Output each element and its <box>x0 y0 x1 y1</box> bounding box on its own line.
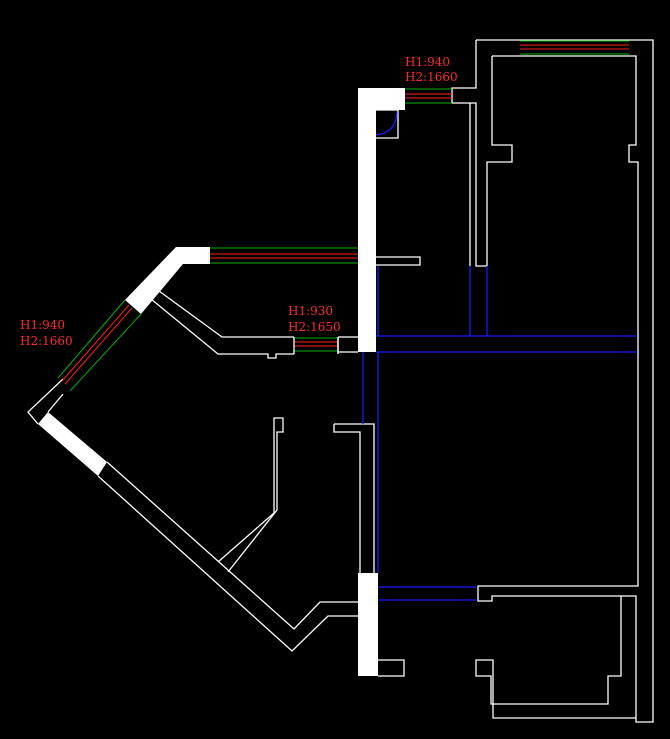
left-wing-jamb <box>337 336 358 353</box>
blue-bottom-horizontal <box>378 586 476 601</box>
left-outer-tip <box>27 378 64 425</box>
bottom-wall-column <box>358 573 378 676</box>
middle-window <box>293 337 339 354</box>
diagonal-wall-upper <box>125 247 210 314</box>
blue-vertical-left <box>362 352 379 573</box>
annotations: H1:940 H2:1660 H1:930 H2:1650 H1:940 H2:… <box>20 55 458 348</box>
middle-window-h1: H1:930 <box>288 304 333 318</box>
central-wall-column <box>358 88 376 352</box>
windows <box>57 40 629 392</box>
long-window <box>210 247 358 264</box>
diagonal-wall-lower <box>38 412 107 476</box>
top-window <box>405 88 452 104</box>
right-block-top-rail <box>477 55 639 602</box>
top-right-window <box>520 40 629 55</box>
bottom-door-stub <box>378 659 405 677</box>
service-lines <box>362 111 636 601</box>
left-lower-inner <box>106 461 358 630</box>
left-lower-outer <box>97 475 358 652</box>
right-block-left-wall <box>451 40 513 267</box>
left-wing-inner-top <box>158 290 294 338</box>
top-window-h2: H2:1660 <box>405 70 458 84</box>
outline-walls <box>376 39 654 723</box>
left-window-h1: H1:940 <box>20 318 65 332</box>
partition-diagonal <box>217 417 284 573</box>
blue-door-arc <box>375 111 398 136</box>
top-window-h1: H1:940 <box>405 55 450 69</box>
door-jamb-right <box>333 423 375 573</box>
middle-window-h2: H2:1650 <box>288 320 341 334</box>
left-wing-walls <box>27 290 405 677</box>
top-door-frame <box>376 109 399 139</box>
left-wing-inner-lower <box>150 298 294 359</box>
solid-walls <box>38 88 405 676</box>
blue-corridor <box>469 266 488 336</box>
left-window-h2: H2:1660 <box>20 334 73 348</box>
top-wall-cap <box>358 88 405 110</box>
left-window <box>57 299 142 392</box>
right-block-outer <box>475 39 654 723</box>
shelf-stub <box>376 256 421 266</box>
